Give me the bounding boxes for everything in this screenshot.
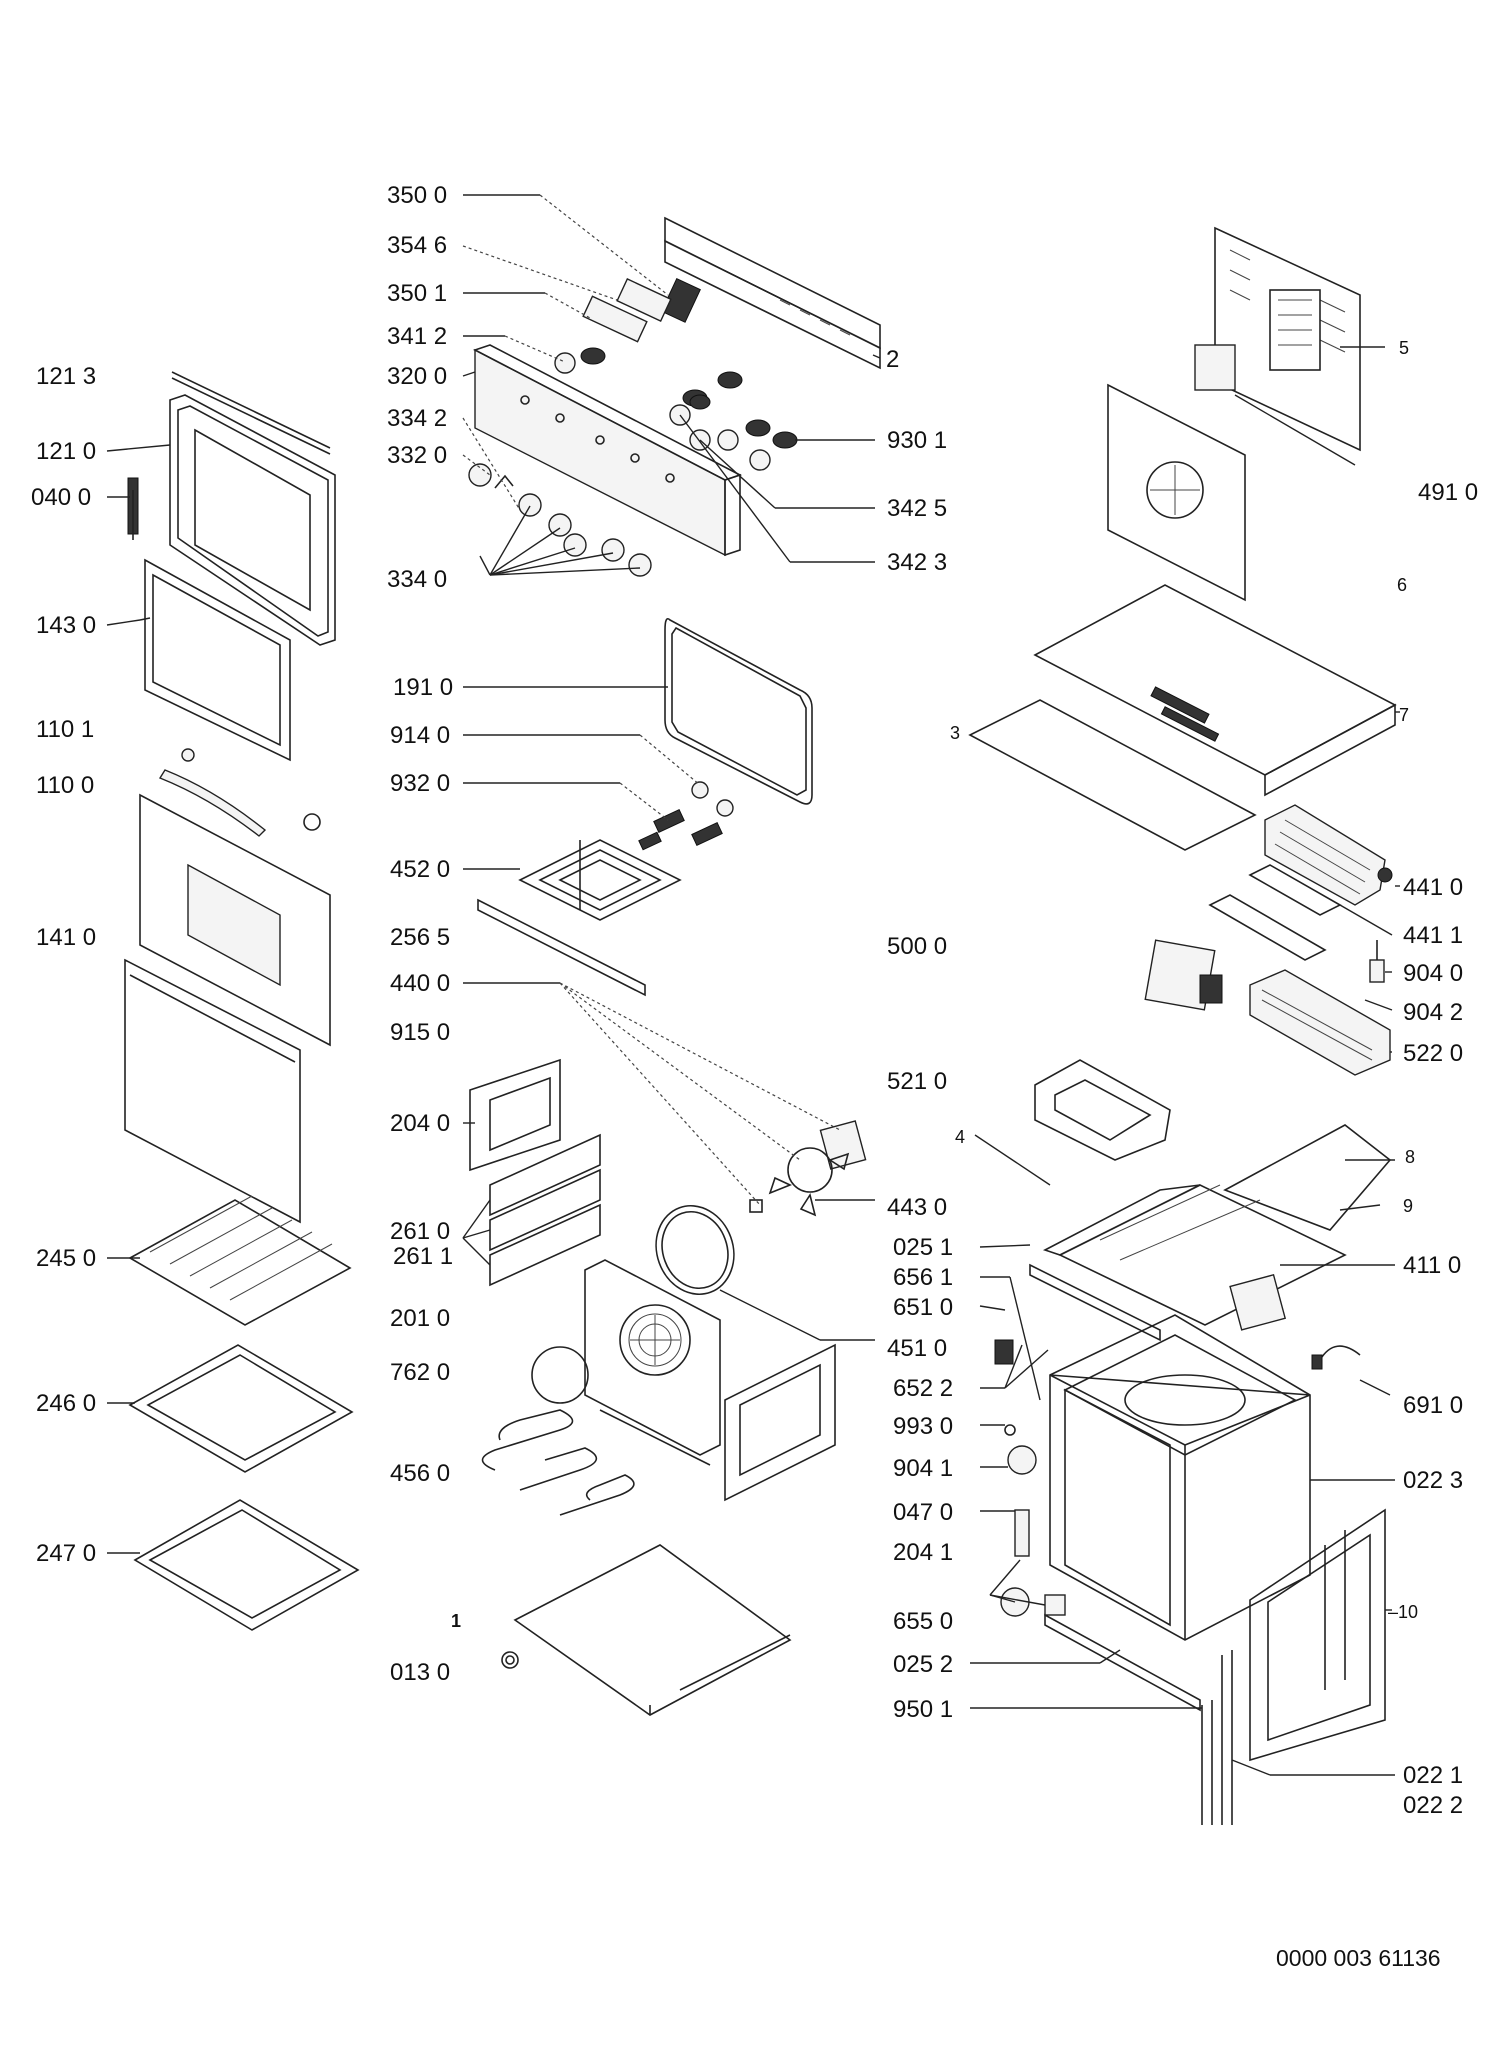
label-691-0: 691 0: [1403, 1392, 1463, 1419]
label-930-1: 930 1: [887, 427, 947, 454]
glass-pane-icon: [664, 617, 813, 805]
label-247-0: 247 0: [36, 1540, 96, 1567]
label-5: 5: [1399, 338, 1409, 358]
label-950-1: 950 1: [893, 1696, 953, 1723]
label-334-0: 334 0: [387, 566, 447, 593]
label-040-0: 040 0: [31, 484, 91, 511]
label-320-0: 320 0: [387, 363, 447, 390]
label-261-1: 261 1: [393, 1243, 453, 1270]
label-2: 2: [886, 346, 899, 373]
label-904-1: 904 1: [893, 1455, 953, 1482]
label-3: 3: [950, 723, 960, 743]
label-651-0: 651 0: [893, 1294, 953, 1321]
label-521-0: 521 0: [887, 1068, 947, 1095]
label-9: 9: [1403, 1196, 1413, 1216]
label-350-0: 350 0: [387, 182, 447, 209]
label-441-0: 441 0: [1403, 874, 1463, 901]
label-500-0: 500 0: [887, 933, 947, 960]
label-013-0: 013 0: [390, 1659, 450, 1686]
document-id: 0000 003 61136: [1276, 1945, 1441, 1971]
label-025-2: 025 2: [893, 1651, 953, 1678]
fan-icon: [531, 1120, 867, 1456]
label-522-0: 522 0: [1403, 1040, 1463, 1067]
label-440-0: 440 0: [390, 970, 450, 997]
label-904-2: 904 2: [1403, 999, 1463, 1026]
label-332-0: 332 0: [387, 442, 447, 469]
label-342-3: 342 3: [887, 549, 947, 576]
label-204-0: 204 0: [390, 1110, 450, 1137]
label-452-0: 452 0: [390, 856, 450, 883]
label-915-0: 915 0: [390, 1019, 450, 1046]
label-451-0: 451 0: [887, 1335, 947, 1362]
label-261-0: 261 0: [390, 1218, 450, 1245]
oven-cavity-icon: [994, 1124, 1392, 1825]
label-110-0: 110 0: [36, 772, 94, 799]
callout-labels: 350 0 354 6 350 1 341 2 320 0 334 2 332 …: [31, 182, 1478, 1971]
label-932-0: 932 0: [390, 770, 450, 797]
label-443-0: 443 0: [887, 1194, 947, 1221]
label-121-3: 121 3: [36, 363, 96, 390]
label-652-2: 652 2: [893, 1375, 953, 1402]
label-121-0: 121 0: [36, 438, 96, 465]
back-panel-icon: [968, 226, 1397, 851]
label-204-1: 204 1: [893, 1539, 953, 1566]
label-256-5: 256 5: [390, 924, 450, 951]
label-341-2: 341 2: [387, 323, 447, 350]
label-342-5: 342 5: [887, 495, 947, 522]
wire-rack-icon: [128, 1195, 352, 1326]
label-7: 7: [1399, 705, 1409, 725]
label-441-1: 441 1: [1403, 922, 1463, 949]
label-245-0: 245 0: [36, 1245, 96, 1272]
leader-lines: [106, 194, 1400, 1776]
label-655-0: 655 0: [893, 1608, 953, 1635]
label-491-0: 491 0: [1418, 479, 1478, 506]
label-246-0: 246 0: [36, 1390, 96, 1417]
label-456-0: 456 0: [390, 1460, 450, 1487]
label-143-0: 143 0: [36, 612, 96, 639]
glass-pane-icon: [124, 793, 331, 1224]
label-354-6: 354 6: [387, 232, 447, 259]
label-025-1: 025 1: [893, 1234, 953, 1261]
label-201-0: 201 0: [390, 1305, 450, 1332]
label-6: 6: [1397, 575, 1407, 595]
control-panel-icon: [472, 216, 881, 557]
motor-icon: [1208, 804, 1393, 983]
label-762-0: 762 0: [390, 1359, 450, 1386]
grill-element-icon: [469, 1058, 836, 1516]
label-1: 1: [451, 1611, 461, 1631]
label-022-2: 022 2: [1403, 1792, 1463, 1819]
label-191-0: 191 0: [393, 674, 453, 701]
grill-element-icon: [477, 781, 734, 997]
label-334-2: 334 2: [387, 405, 447, 432]
label-141-0: 141 0: [36, 924, 96, 951]
label-047-0: 047 0: [893, 1499, 953, 1526]
label-914-0: 914 0: [390, 722, 450, 749]
terminal-block-icon: [1034, 939, 1391, 1161]
oven-door-icon: [127, 371, 336, 837]
label-350-1: 350 1: [387, 280, 447, 307]
label-022-1: 022 1: [1403, 1762, 1463, 1789]
baking-tray-icon: [501, 1544, 792, 1716]
label-4: 4: [955, 1127, 965, 1147]
label-8: 8: [1405, 1147, 1415, 1167]
label-110-1: 110 1: [36, 716, 94, 743]
label-993-0: 993 0: [893, 1413, 953, 1440]
label-411-0: 411 0: [1403, 1252, 1461, 1279]
label-904-0: 904 0: [1403, 960, 1463, 987]
baking-tray-icon: [128, 1344, 360, 1631]
label-022-3: 022 3: [1403, 1467, 1463, 1494]
label-656-1: 656 1: [893, 1264, 953, 1291]
label-10: –10: [1388, 1602, 1418, 1622]
